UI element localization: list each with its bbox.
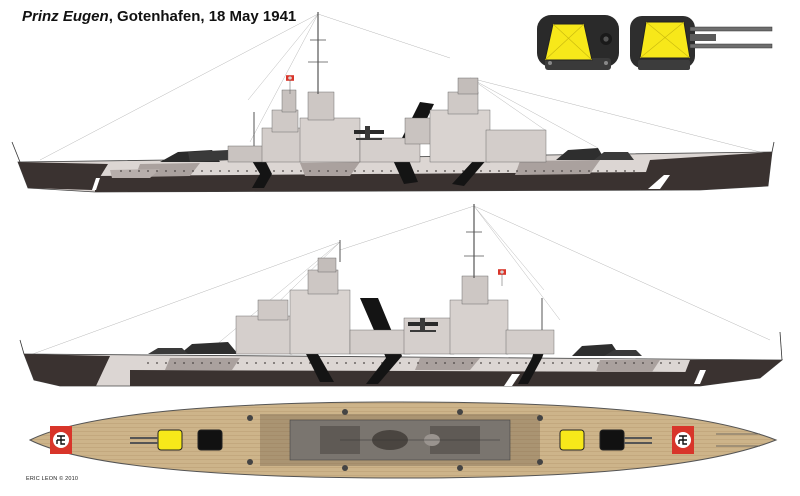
turret-c: [559, 429, 585, 451]
ship-name: Prinz Eugen: [22, 8, 109, 25]
turret-b: [197, 429, 223, 451]
turret-d: [599, 429, 652, 451]
port-profile: [19, 204, 784, 387]
bow-recognition-mark: [50, 426, 72, 454]
stern-recognition-mark: [672, 426, 694, 454]
plan-view: [28, 401, 778, 479]
arado-floatplane: [354, 126, 384, 140]
turret-head-on: [537, 15, 619, 70]
title-place-date: , Gotenhafen, 18 May 1941: [108, 8, 297, 25]
turret-a: [130, 429, 183, 451]
artist-credit: ERIC LEON © 2010: [26, 476, 79, 482]
starboard-profile: [11, 12, 775, 193]
turret-side: [630, 16, 773, 70]
page-title: Prinz Eugen, Gotenhafen, 18 May 1941: [22, 8, 296, 25]
turret-detail: [537, 15, 773, 70]
arado-floatplane-port: [408, 318, 438, 332]
